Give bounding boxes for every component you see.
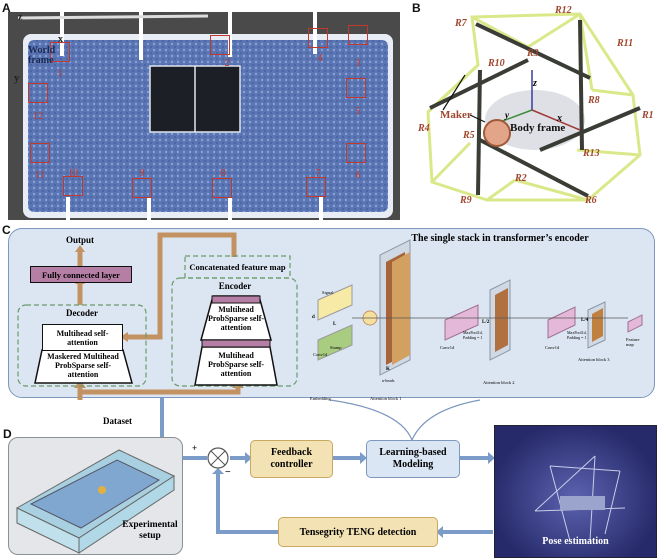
conv1d-label-3: Conv1d [545,345,560,350]
experimental-setup-box: Experimental setup [8,437,183,555]
node-label: R7 [455,18,467,29]
world-frame-label: World frame [28,45,56,66]
encoder-stack-title: The single stack in transformer’s encode… [411,233,589,244]
dim-L4: L/4 [581,318,589,323]
learning-modeling-box: Learning-based Modeling [366,440,460,478]
pool-photo [8,12,400,220]
marker-number: 2 [224,58,230,69]
encoder-attention-2: Multihead ProbSparse self-attention [207,351,265,378]
marker-number: 11 [35,170,45,181]
marker-box [132,178,152,198]
marker-number: 6 [355,170,361,181]
conv1d-label-1: Conv1d [313,352,328,357]
node-label: R9 [460,195,472,206]
feedback-controller-box: Feedback controller [250,440,333,478]
node-label: R10 [488,58,505,69]
world-axis-z: z [18,12,23,23]
marker-box [210,35,230,55]
marker-box [212,178,232,198]
marker-number: 3 [355,58,361,69]
output-label: Output [65,235,94,245]
marker-number: 10 [68,168,78,179]
decoder-masked-attention: Maskered Multihead ProbSparse self-atten… [47,352,119,379]
fully-connected-layer: Fully connected layer [30,266,132,283]
body-axis-x: x [557,113,562,124]
maxpool-label-1: MaxPool1d, Padding = 1 [463,330,483,340]
panel-label-b: B [412,1,421,15]
conv1d-label-2: Conv1d [440,345,455,350]
marker-number: 9 [139,168,145,179]
marker-box [346,143,366,163]
concatenated-feature-map: Concatenated feature map [189,262,286,272]
pose-estimation-label: Pose estimation [542,536,609,547]
dataset-label: Dataset [103,416,132,426]
maker-label: Maker [440,109,472,121]
robot-photo-drawing [534,455,626,542]
plus-sign: + [192,443,198,453]
marker-number: 1 [57,68,63,79]
world-axis-x: x [58,34,63,45]
stamp-label: Stamp [330,345,342,350]
marker-box [50,42,70,62]
marker-number: 12 [33,111,43,122]
encoder-attention-1: Multihead ProbSparse self-attention [207,305,265,332]
dim-L: L [333,322,337,327]
decoder-label: Decoder [66,308,98,318]
node-label: R8 [588,95,600,106]
marker-box [28,83,48,103]
panel-label-d: D [3,427,12,441]
marker-box [63,176,83,196]
pose-estimation-photo: Pose estimation [494,425,657,558]
node-label: R6 [585,195,597,206]
body-axis-z: z [533,78,537,89]
body-axis-y: y [505,110,509,120]
dim-L2: L/2 [482,320,490,325]
minus-sign: − [225,467,231,478]
marker-number: 4 [317,53,323,64]
pool-model-drawing [15,449,176,554]
marker-number: 7 [315,168,321,179]
dim-d: d [312,315,315,320]
world-axis-y: y [14,72,20,84]
feature-map-label: Feature map [626,337,640,347]
teng-detection-box: Tensegrity TENG detection [278,517,438,547]
node-label: R1 [642,110,654,121]
node-label: R2 [515,173,527,184]
attention-block-3-label: Attention block 3 [578,357,610,362]
embedding-label: Embedding [310,396,331,401]
panel-label-c: C [2,223,11,237]
experimental-setup-label: Experimental setup [122,520,178,541]
node-label: R13 [583,148,600,159]
marker-number: 8 [220,168,226,179]
attention-block-1-label: Attention block 1 [370,396,402,401]
marker-box [306,177,326,197]
marker-box [346,78,366,98]
node-label: R11 [617,38,634,49]
dim-K: K [386,367,390,372]
node-label: R4 [418,123,430,134]
n-heads-label: n-heads [382,378,395,383]
body-frame-label: Body frame [510,122,566,134]
maxpool-label-2: MaxPool1d, Padding = 1 [567,330,587,340]
marker-box [308,28,328,48]
attention-block-2-label: Attention block 2 [483,380,515,385]
pool-drawing [17,12,393,220]
node-label: R3 [527,48,539,59]
marker-box [30,143,50,163]
node-label: R5 [463,130,475,141]
signal-label: Signal [322,290,334,295]
panel-label-a: A [2,1,11,15]
node-label: R12 [555,5,572,16]
marker-number: 5 [355,106,361,117]
encoder-label: Encoder [218,281,252,291]
decoder-multihead-attention: Multihead self-attention [42,324,123,351]
marker-box [348,25,368,45]
